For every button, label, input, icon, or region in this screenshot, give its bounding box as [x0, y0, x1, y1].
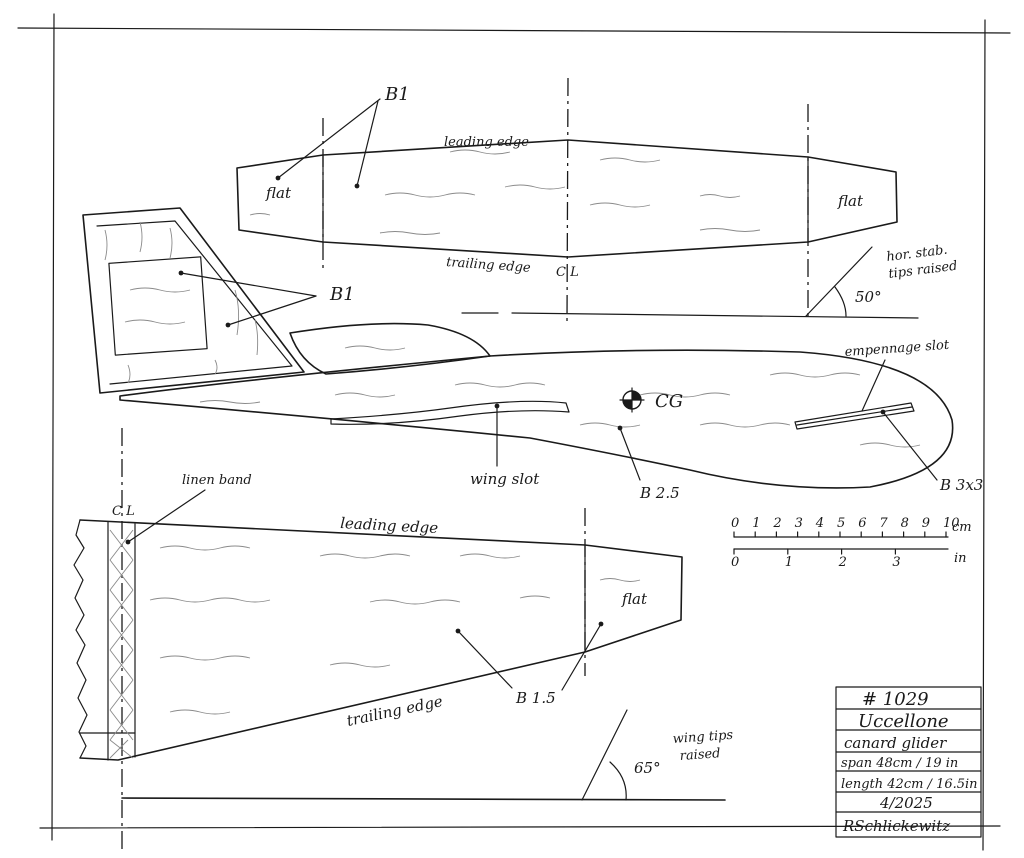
stab-tip-angle: 50° hor. stab. tips raised: [461, 243, 958, 319]
drawing-number: # 1029: [862, 689, 929, 710]
cm-tick-label: 6: [858, 516, 866, 531]
in-unit-label: in: [954, 551, 967, 566]
flat-label-stab-right: flat: [837, 192, 864, 210]
cm-tick-marks: [733, 531, 947, 538]
flat-label-stab-left: flat: [265, 184, 292, 202]
fuselage: [119, 322, 954, 489]
signature: RSchlickewitz: [842, 817, 950, 835]
stab-centerline-label: C L: [556, 265, 579, 280]
cm-tick-label: 2: [772, 516, 781, 531]
model-span: span 48cm / 19 in: [841, 756, 958, 771]
linen-band-callout: linen band: [125, 473, 252, 545]
cg-label: CG: [655, 391, 683, 412]
b1-5-label: B 1.5: [515, 689, 556, 707]
wing-slot-label: wing slot: [470, 470, 540, 488]
flat-label-wing: flat: [621, 590, 648, 608]
wing-leading-edge-label: leading edge: [340, 514, 439, 537]
cm-tick-label: 1: [752, 516, 760, 531]
b1-top-callout: B1: [275, 84, 410, 189]
empennage-slot-label: empennage slot: [844, 338, 950, 360]
in-tick-label: 3: [892, 555, 900, 570]
stab-angle-label: 50°: [855, 288, 882, 306]
model-name: Uccellone: [858, 711, 949, 732]
fuselage-grain: [199, 345, 921, 448]
cm-tick-label: 4: [815, 516, 824, 531]
b1-fin-label: B1: [329, 284, 355, 305]
stab-trailing-edge-label: trailing edge: [446, 255, 532, 276]
wing-tips-note-line-1: wing tips: [672, 728, 734, 747]
stab-leading-edge-label: leading edge: [444, 135, 529, 150]
cm-unit-label: cm: [952, 520, 972, 535]
cm-tick-label: 8: [901, 516, 909, 531]
fuselage-callouts: wing slot B 2.5 empennage slot B 3x3: [470, 338, 983, 502]
b1-top-label: B1: [384, 84, 410, 105]
in-tick-label: 0: [731, 555, 739, 570]
cm-tick-label: 0: [731, 516, 739, 531]
stab-grain: [249, 149, 761, 235]
vertical-fin: B1: [82, 207, 355, 394]
b2-5-label: B 2.5: [639, 484, 680, 502]
cm-tick-label: 7: [879, 516, 888, 531]
cm-tick-label: 3: [795, 516, 803, 531]
wing-tips-note-line-2: raised: [679, 746, 721, 764]
b1-5-callout: B 1.5: [455, 621, 604, 707]
model-length: length 42cm / 16.5in: [841, 777, 978, 792]
horizontal-stabilizer: flat flat leading edge trailing edge C L: [236, 77, 898, 323]
wing-centerline-label: C L: [112, 504, 135, 519]
cm-tick-label: 9: [922, 516, 930, 531]
in-tick-label: 1: [785, 555, 793, 570]
wing-trailing-edge-label: trailing edge: [345, 692, 444, 730]
cm-tick-label: 5: [837, 516, 845, 531]
sheet-border: [17, 13, 1011, 851]
cg-marker: CG: [619, 387, 683, 413]
fin-grain: [104, 221, 259, 384]
in-tick-label: 2: [838, 555, 847, 570]
in-tick-labels: 0 1 2 3: [731, 555, 901, 570]
linen-band: [109, 529, 134, 759]
drawing-date: 4/2025: [879, 794, 933, 812]
main-wing: flat leading edge trailing edge C L: [73, 428, 683, 850]
title-block: # 1029 Uccellone canard glider span 48cm…: [835, 686, 982, 838]
model-type: canard glider: [844, 734, 947, 752]
wing-angle-label: 65°: [634, 759, 661, 777]
stab-tips-note-line-1: hor. stab.: [886, 243, 949, 265]
wing-grain: [149, 545, 641, 715]
wing-tip-angle: 65° wing tips raised: [121, 709, 734, 801]
b3x3-label: B 3x3: [939, 476, 983, 494]
linen-band-label: linen band: [182, 473, 252, 488]
in-tick-marks: [733, 548, 897, 555]
cm-tick-label: 10: [943, 516, 960, 531]
